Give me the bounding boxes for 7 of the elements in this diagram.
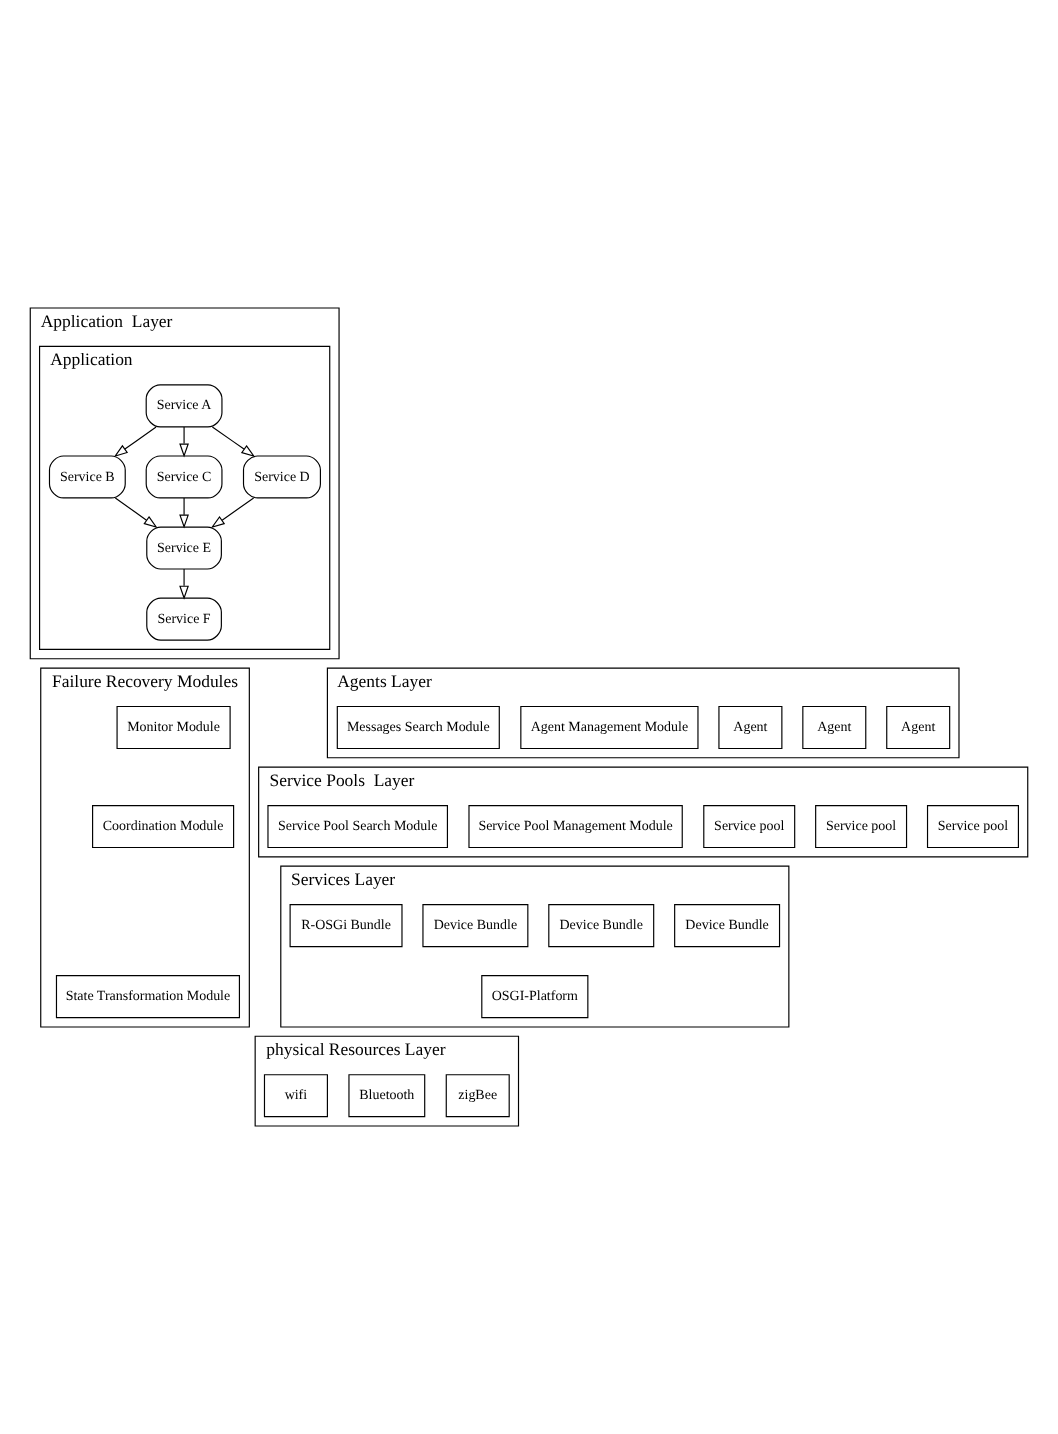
arrow (210, 497, 255, 529)
arrow (179, 568, 189, 600)
arrow (179, 426, 189, 458)
arrow (179, 497, 189, 529)
arrow (113, 426, 157, 457)
arrow (114, 497, 158, 529)
arrow (211, 426, 256, 457)
